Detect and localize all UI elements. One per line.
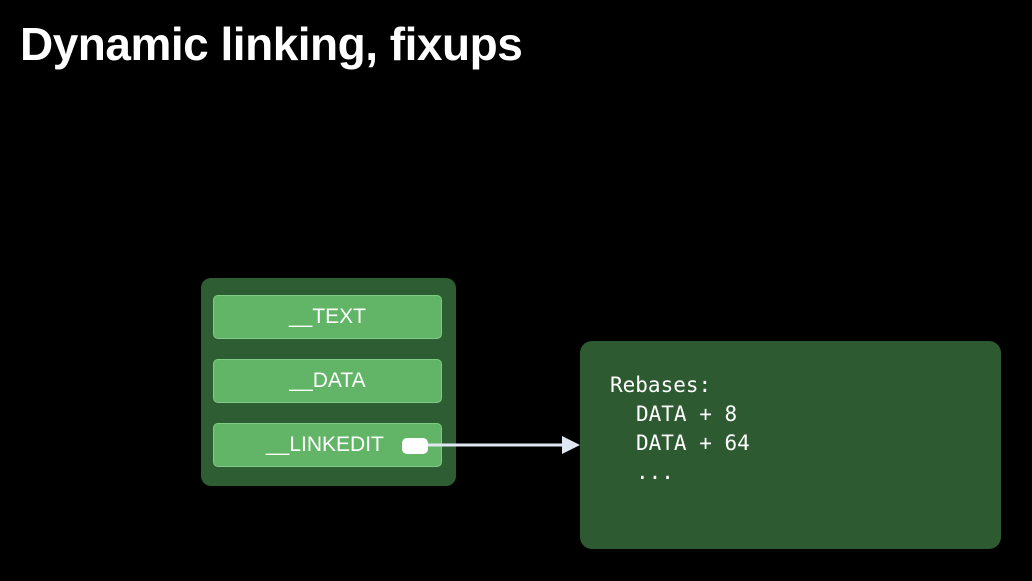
rebase-entry: DATA + 8 (636, 402, 738, 426)
fixup-info-marker (402, 438, 428, 454)
segment-data: __DATA (213, 359, 442, 403)
mach-o-segment-stack: __TEXT __DATA __LINKEDIT (201, 278, 456, 486)
rebases-info-box: Rebases: DATA + 8 DATA + 64 ... (580, 341, 1001, 549)
slide-title: Dynamic linking, fixups (20, 18, 523, 70)
segment-linkedit: __LINKEDIT (213, 423, 442, 467)
arrow-head (562, 436, 580, 454)
segment-linkedit-label: __LINKEDIT (266, 433, 384, 456)
linkedit-to-rebases-arrow (428, 436, 580, 454)
rebases-heading: Rebases: (610, 373, 712, 397)
rebase-ellipsis: ... (636, 460, 674, 484)
rebase-entry: DATA + 64 (636, 431, 750, 455)
segment-text: __TEXT (213, 295, 442, 339)
